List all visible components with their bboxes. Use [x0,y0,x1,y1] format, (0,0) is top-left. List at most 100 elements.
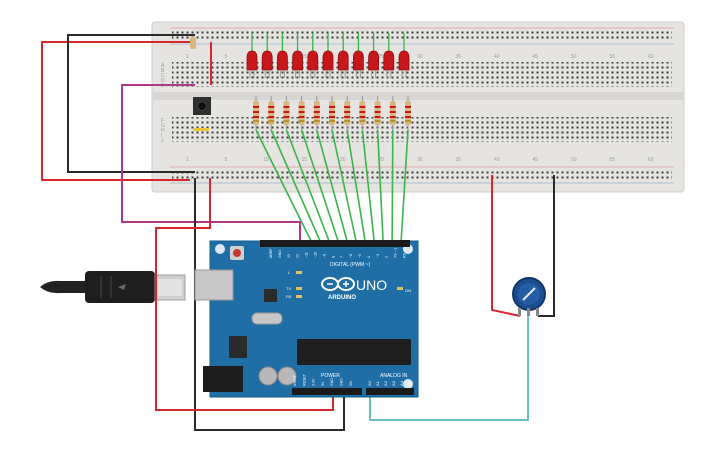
resistor-band [359,116,366,118]
red-led [261,50,273,71]
pin-label-analog: A1 [375,380,380,386]
resistor-band [344,111,351,113]
column-number: 1 [186,157,189,163]
power-jack [203,366,243,392]
pin-label-digital: ~6 [349,254,353,258]
column-number: 15 [302,157,308,163]
analog-header-label: ANALOG IN [380,373,408,379]
resistor-band [268,111,275,113]
red-led [307,50,319,71]
resistor-band [389,106,396,108]
resistor-band [268,120,275,122]
on-label: ON [405,288,411,293]
pin-label-digital: 8 [331,256,335,258]
wire-red-5v [155,178,334,411]
pin-label-digital: RX←0 [403,247,407,258]
resistor-band [329,106,335,108]
pin-label-digital: 2 [385,256,389,258]
pushbutton[interactable] [193,97,211,131]
wire-magenta [121,84,301,242]
resistor-band [405,116,411,118]
wire-black-left-loop [67,34,195,173]
wire-cyan-a0 [369,312,529,421]
resistor-band [253,116,259,118]
green-wire-bundle [255,129,409,244]
resistor-band [313,106,320,108]
capacitor [277,366,297,386]
potentiometer[interactable] [512,277,546,316]
pin-label-digital: 13 [287,254,291,258]
resistor-band [405,106,411,108]
wire-black-gnd [194,178,345,431]
resistor-band [283,116,290,118]
resistor-band [389,120,396,122]
led-label-tx: TX [286,286,291,291]
resistor-band [253,120,259,122]
resistor-band [344,120,351,122]
column-number: 20 [340,157,346,163]
row-letter: A [161,63,165,69]
capacitor [258,366,278,386]
column-number: 60 [648,157,654,163]
row-letter: B [161,68,165,74]
column-number: 55 [610,157,616,163]
column-number: 45 [533,54,539,60]
column-number: 5 [225,54,228,60]
resistor-band [359,106,366,108]
led-label-rx: RX [286,294,292,299]
row-letter: C [161,73,165,79]
row-letter: F [161,118,164,124]
green-wire [255,129,313,244]
pin-label-digital: GND [278,250,282,258]
resistor-band [283,106,290,108]
pin-label-power: 3.3V [312,378,316,386]
row-letter: H [161,128,165,134]
resistor-band [374,111,381,113]
voltage-regulator [229,336,247,358]
green-wire [285,129,331,244]
green-wire [400,129,409,244]
pin-label-digital: 7 [340,256,344,258]
column-number: 50 [571,157,577,163]
resistor-band [298,120,305,122]
column-number: 1 [186,54,189,60]
green-wire [361,129,376,244]
resistor-band [344,116,351,118]
green-wire [300,129,340,244]
digital-header [260,240,410,247]
pin-label-analog: A5 [407,380,412,386]
column-number: 25 [379,54,385,60]
green-wire [270,129,322,244]
pin-label-power: 5V [321,381,325,386]
usb-chip [264,289,277,302]
resistor-band [329,111,335,113]
resistor-band [268,116,275,118]
row-letter: D [161,78,165,84]
pin-label-digital: ~3 [376,254,380,258]
resistor-band [405,111,411,113]
brand-label: ARDUINO [328,295,356,301]
power-header [292,388,362,395]
analog-header [366,388,414,395]
pin-label-digital: ~5 [358,254,362,258]
resistor-band [344,106,351,108]
pin-label-digital: 12 [296,254,300,258]
pin-label-analog: A3 [391,380,396,386]
pin-label-digital: TX→1 [394,248,398,258]
pin-label-power: GND [340,378,344,386]
red-led [292,50,303,71]
crystal [251,312,283,325]
led-label-l: L [288,270,291,275]
green-wire [316,129,349,244]
red-led [246,50,258,71]
column-number: 40 [494,157,500,163]
usb-socket [194,269,234,301]
resistor-array [253,96,411,130]
resistor-band [298,111,305,113]
resistor-band [253,106,259,108]
red-led [337,50,349,71]
pin-label-digital: ~9 [322,254,326,258]
pin-label-digital: 4 [367,256,371,258]
red-led [383,50,395,71]
